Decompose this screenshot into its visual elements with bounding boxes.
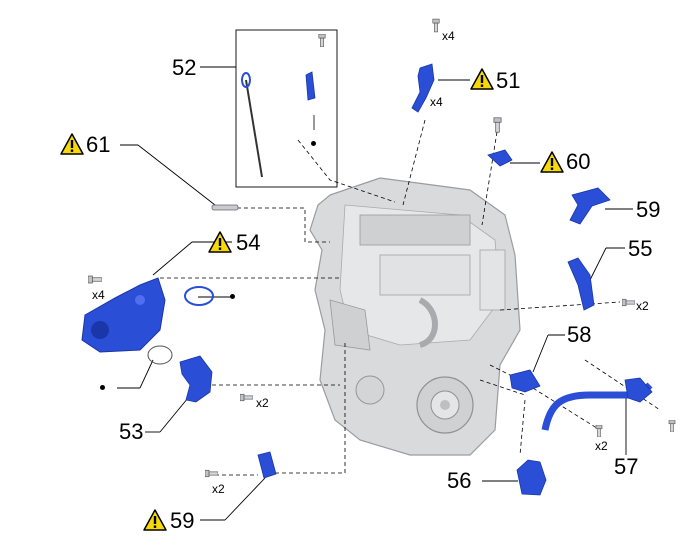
qty-53: x2 <box>256 396 269 410</box>
dashed-lines <box>160 119 661 476</box>
marker-dot <box>230 294 235 299</box>
callout-61: 61 <box>86 132 111 157</box>
part-56-housing <box>516 459 547 496</box>
callout-51: 51 <box>496 68 521 93</box>
qty-51-part: x4 <box>430 95 443 109</box>
warning-triangle-icon <box>470 68 494 90</box>
part-61-pin <box>211 204 239 211</box>
callout-59-bottom: 59 <box>170 508 195 533</box>
callout-56: 56 <box>447 468 472 493</box>
engine-block <box>309 177 521 456</box>
callout-55: 55 <box>628 236 653 261</box>
warning-triangle-icon <box>143 509 167 531</box>
qty-59-bottom: x2 <box>212 482 225 496</box>
qty-54: x4 <box>92 288 105 302</box>
part-58-bracket <box>509 369 541 393</box>
warning-triangle-icon <box>60 133 84 155</box>
part-53-outlet <box>147 345 253 403</box>
part-55-bracket <box>567 257 635 311</box>
part-51-sensor <box>411 18 440 113</box>
marker-dot <box>100 385 105 390</box>
callout-53: 53 <box>119 419 144 444</box>
leader-lines <box>117 66 633 521</box>
qty-55: x2 <box>636 299 649 313</box>
warning-triangle-icon <box>540 151 564 173</box>
part-60-bracket <box>487 117 513 167</box>
callout-58: 58 <box>567 322 592 347</box>
callout-52: 52 <box>172 55 197 80</box>
callout-60: 60 <box>566 149 591 174</box>
part-52-dipstick <box>241 34 326 178</box>
callout-54: 54 <box>236 230 261 255</box>
part-54-water-pump <box>81 275 214 353</box>
dipstick-frame <box>235 29 338 188</box>
callout-59-top: 59 <box>636 197 661 222</box>
part-59-bottom-bracket <box>205 451 277 479</box>
callout-57: 57 <box>614 454 639 479</box>
part-57-pipe <box>541 377 676 437</box>
marker-dot <box>311 141 316 146</box>
part-59-top-pipe <box>569 187 611 225</box>
qty-51-bolt: x4 <box>442 29 455 43</box>
qty-57: x2 <box>595 439 608 453</box>
